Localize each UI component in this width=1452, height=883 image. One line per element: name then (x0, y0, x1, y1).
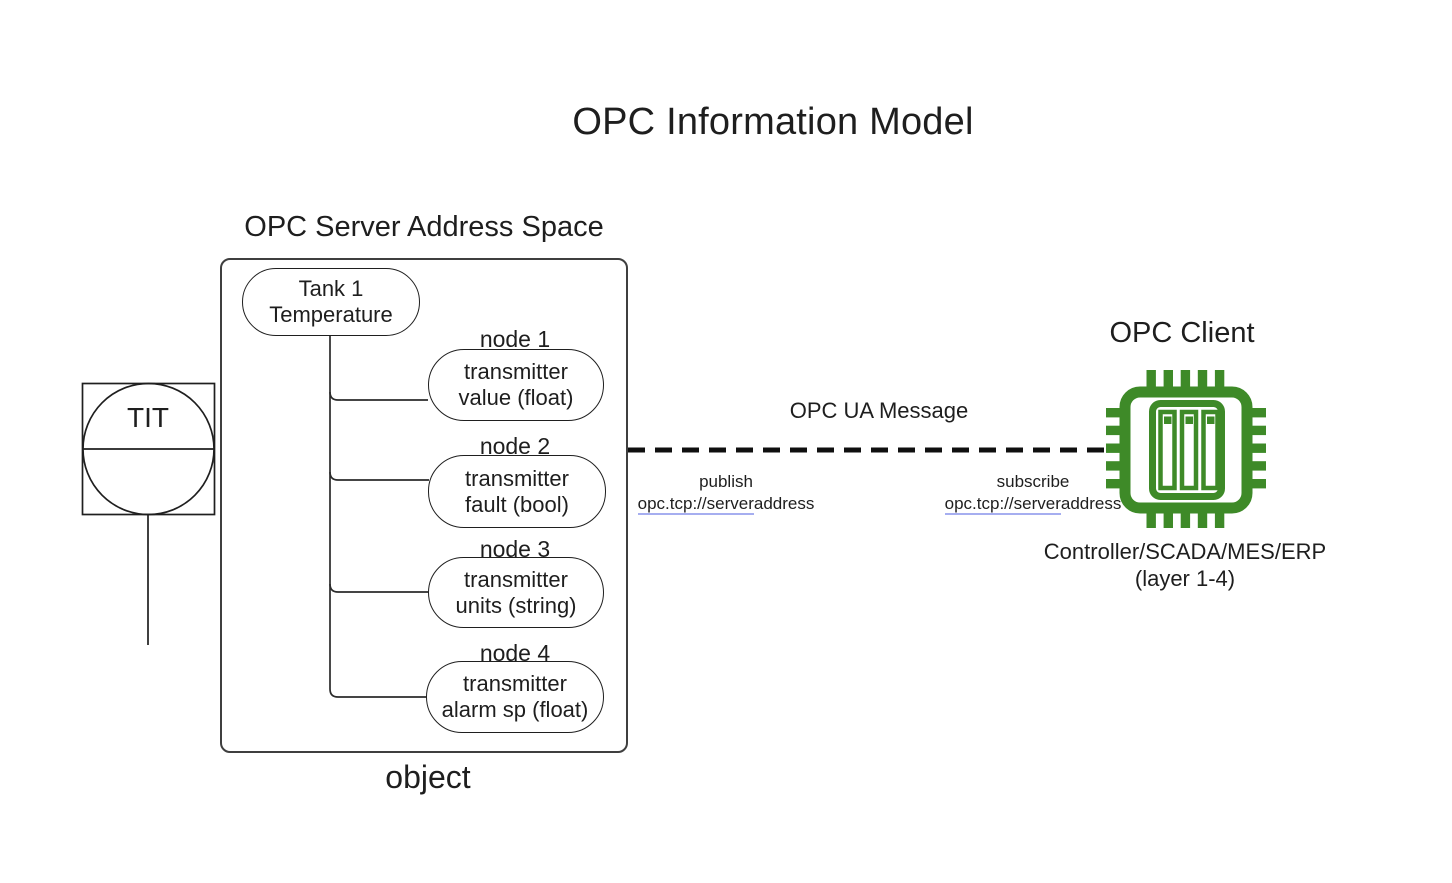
node-3-line1: transmitter (464, 566, 568, 592)
node-1-label: node 1 (479, 326, 551, 352)
client-caption: Controller/SCADA/MES/ERP (layer 1-4) (1035, 538, 1335, 592)
node-2-capsule: transmitter fault (bool) (428, 455, 606, 528)
node-2-line1: transmitter (465, 465, 569, 491)
client-caption-line1: Controller/SCADA/MES/ERP (1043, 539, 1327, 564)
node-2-line2: fault (bool) (465, 491, 569, 517)
node-1-line2: value (float) (458, 385, 574, 410)
node-tree-connectors (329, 333, 429, 698)
server-address-space-heading: OPC Server Address Space (244, 211, 604, 243)
node-3-capsule: transmitter units (string) (428, 557, 604, 628)
root-node-line1: Tank 1 (298, 276, 364, 301)
subscribe-action: subscribe (996, 472, 1070, 491)
publish-endpoint-label: publish opc.tcp://serveraddress (621, 471, 831, 515)
subscribe-address: opc.tcp://serveraddress (928, 493, 1138, 515)
node-4-line1: transmitter (463, 671, 567, 696)
subscribe-address-rest: address (1060, 494, 1122, 513)
publish-action: publish (699, 472, 753, 491)
node-1-line1: transmitter (464, 359, 568, 384)
root-node-tank-temperature: Tank 1 Temperature (242, 268, 420, 336)
node-2-label: node 2 (479, 433, 551, 459)
node-4-capsule: transmitter alarm sp (float) (426, 661, 604, 733)
opc-ua-message-label: OPC UA Message (789, 398, 969, 423)
subscribe-endpoint-label: subscribe opc.tcp://serveraddress (928, 471, 1138, 515)
server-address-space-box (220, 258, 628, 753)
client-caption-line2: (layer 1-4) (1134, 566, 1236, 591)
instrument-tag-label: TIT (127, 402, 169, 433)
root-node-line2: Temperature (269, 302, 393, 327)
instrument-bubble-icon (81, 382, 216, 645)
diagram-title: OPC Information Model (572, 101, 974, 143)
subscribe-address-underlined: opc.tcp://server (944, 494, 1061, 515)
node-4-line2: alarm sp (float) (441, 697, 589, 722)
node-1-capsule: transmitter value (float) (428, 349, 604, 421)
publish-address-underlined: opc.tcp://server (637, 494, 754, 515)
publish-address: opc.tcp://serveraddress (621, 493, 831, 515)
object-label: object (385, 759, 471, 795)
opc-client-heading: OPC Client (1109, 317, 1255, 349)
publish-address-rest: address (753, 494, 815, 513)
chip-icon (1106, 370, 1266, 528)
node-3-line2: units (string) (455, 592, 577, 618)
